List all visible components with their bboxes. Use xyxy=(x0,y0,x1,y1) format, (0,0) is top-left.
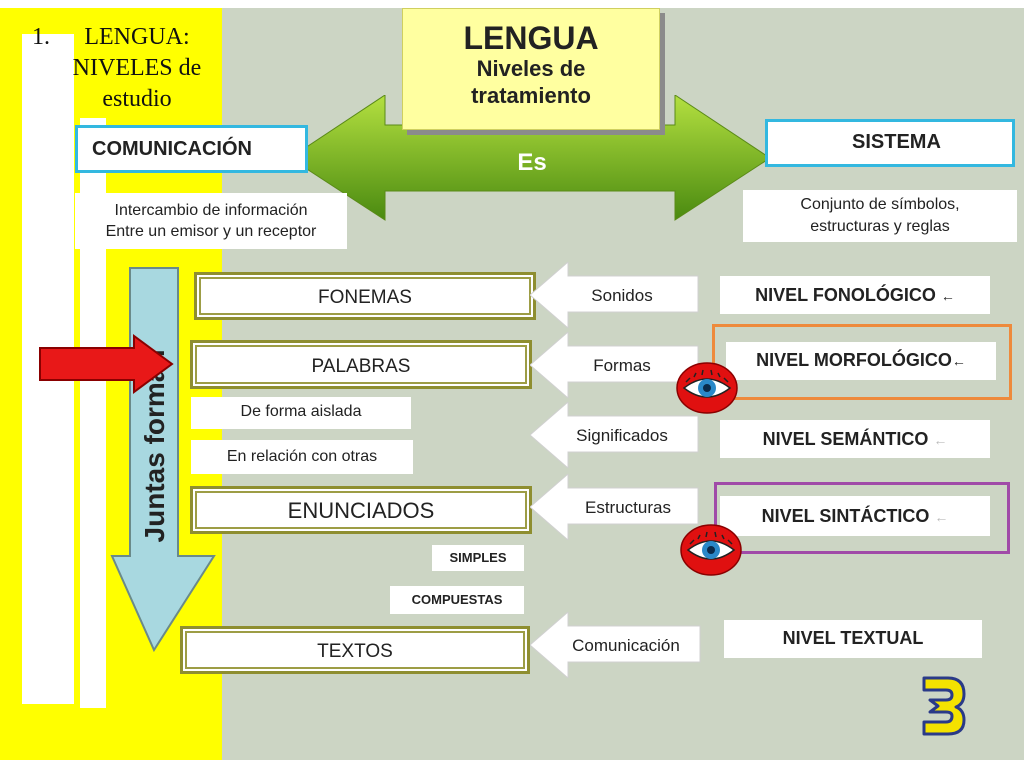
nivel-morfologico-label: NIVEL MORFOLÓGICO xyxy=(756,350,952,370)
nivel-sintactico-box: NIVEL SINTÁCTICO ← xyxy=(720,496,990,536)
sintactico-highlight xyxy=(714,482,1010,554)
comunicacion-description-line2: Entre un emisor y un receptor xyxy=(105,223,317,240)
significados-arrow-shape xyxy=(530,402,699,468)
estructuras-arrow-shape xyxy=(530,474,699,540)
enunciados-label: ENUNCIADOS xyxy=(287,498,435,523)
comunicacion-box: COMUNICACIÓN xyxy=(75,125,308,173)
sistema-label: SISTEMA xyxy=(852,131,941,153)
fonemas-label: FONEMAS xyxy=(318,287,412,308)
sonidos-arrow: Sonidos xyxy=(530,262,699,328)
textos-box: TEXTOS xyxy=(180,626,530,674)
comunicacion-description: Intercambio de información Entre un emis… xyxy=(75,193,347,249)
nivel-textual-label: NIVEL TEXTUAL xyxy=(782,628,924,648)
fonemas-box: FONEMAS xyxy=(194,272,536,320)
simples-tag: SIMPLES xyxy=(432,545,524,571)
sistema-box: SISTEMA xyxy=(765,119,1015,167)
palabras-box: PALABRAS xyxy=(190,340,532,389)
sonidos-label: Sonidos xyxy=(591,286,652,305)
estructuras-label: Estructuras xyxy=(585,498,671,517)
nivel-semantico-box: NIVEL SEMÁNTICO ← xyxy=(720,420,990,458)
textos-label: TEXTOS xyxy=(317,641,393,662)
next-arrow-icon[interactable] xyxy=(918,674,968,738)
header-title: LENGUA xyxy=(463,20,599,56)
enunciados-box: ENUNCIADOS xyxy=(190,486,532,534)
compuestas-tag: COMPUESTAS xyxy=(390,586,524,614)
palabras-sub1: De forma aislada xyxy=(191,397,411,429)
palabras-sub2: En relación con otras xyxy=(191,440,413,474)
nivel-fonologico-label: NIVEL FONOLÓGICO xyxy=(755,285,936,305)
eye-icon xyxy=(680,524,742,576)
formas-label: Formas xyxy=(593,356,651,375)
header-subtitle: Niveles de tratamiento xyxy=(471,56,591,108)
double-arrow-label: Es xyxy=(517,149,546,176)
slide-title: 1. LENGUA: NIVELES de estudio xyxy=(18,22,218,122)
sistema-description-line1: Conjunto de símbolos, xyxy=(800,196,960,213)
nivel-semantico-label: NIVEL SEMÁNTICO xyxy=(762,429,929,449)
eye-icon xyxy=(676,362,738,414)
slide-title-number: 1. xyxy=(32,24,50,50)
sistema-description: Conjunto de símbolos, estructuras y regl… xyxy=(743,190,1017,242)
estructuras-arrow: Estructuras xyxy=(530,474,699,540)
nivel-sintactico-label: NIVEL SINTÁCTICO xyxy=(761,506,930,526)
palabras-label: PALABRAS xyxy=(311,356,411,377)
comunicacion-aspect-label: Comunicación xyxy=(572,636,680,655)
significados-arrow: Significados xyxy=(530,402,699,468)
comunicacion-arrow: Comunicación xyxy=(530,612,701,678)
formas-arrow: Formas xyxy=(530,332,699,398)
comunicacion-label: COMUNICACIÓN xyxy=(92,138,252,160)
comunicacion-arrow-shape xyxy=(530,612,701,678)
red-pointer-arrow-icon xyxy=(39,334,174,394)
nivel-fonologico-box: NIVEL FONOLÓGICO ← xyxy=(720,276,990,314)
nivel-morfologico-box: NIVEL MORFOLÓGICO← xyxy=(726,342,996,380)
header-box: LENGUA Niveles de tratamiento xyxy=(402,8,660,130)
comunicacion-description-line1: Intercambio de información xyxy=(114,202,308,219)
significados-label: Significados xyxy=(576,426,668,445)
sistema-description-line2: estructuras y reglas xyxy=(810,218,950,235)
slide-title-text: LENGUA: NIVELES de estudio xyxy=(72,24,202,112)
nivel-textual-box: NIVEL TEXTUAL xyxy=(724,620,982,658)
sonidos-arrow-shape xyxy=(530,262,699,328)
morfologico-highlight xyxy=(712,324,1012,400)
